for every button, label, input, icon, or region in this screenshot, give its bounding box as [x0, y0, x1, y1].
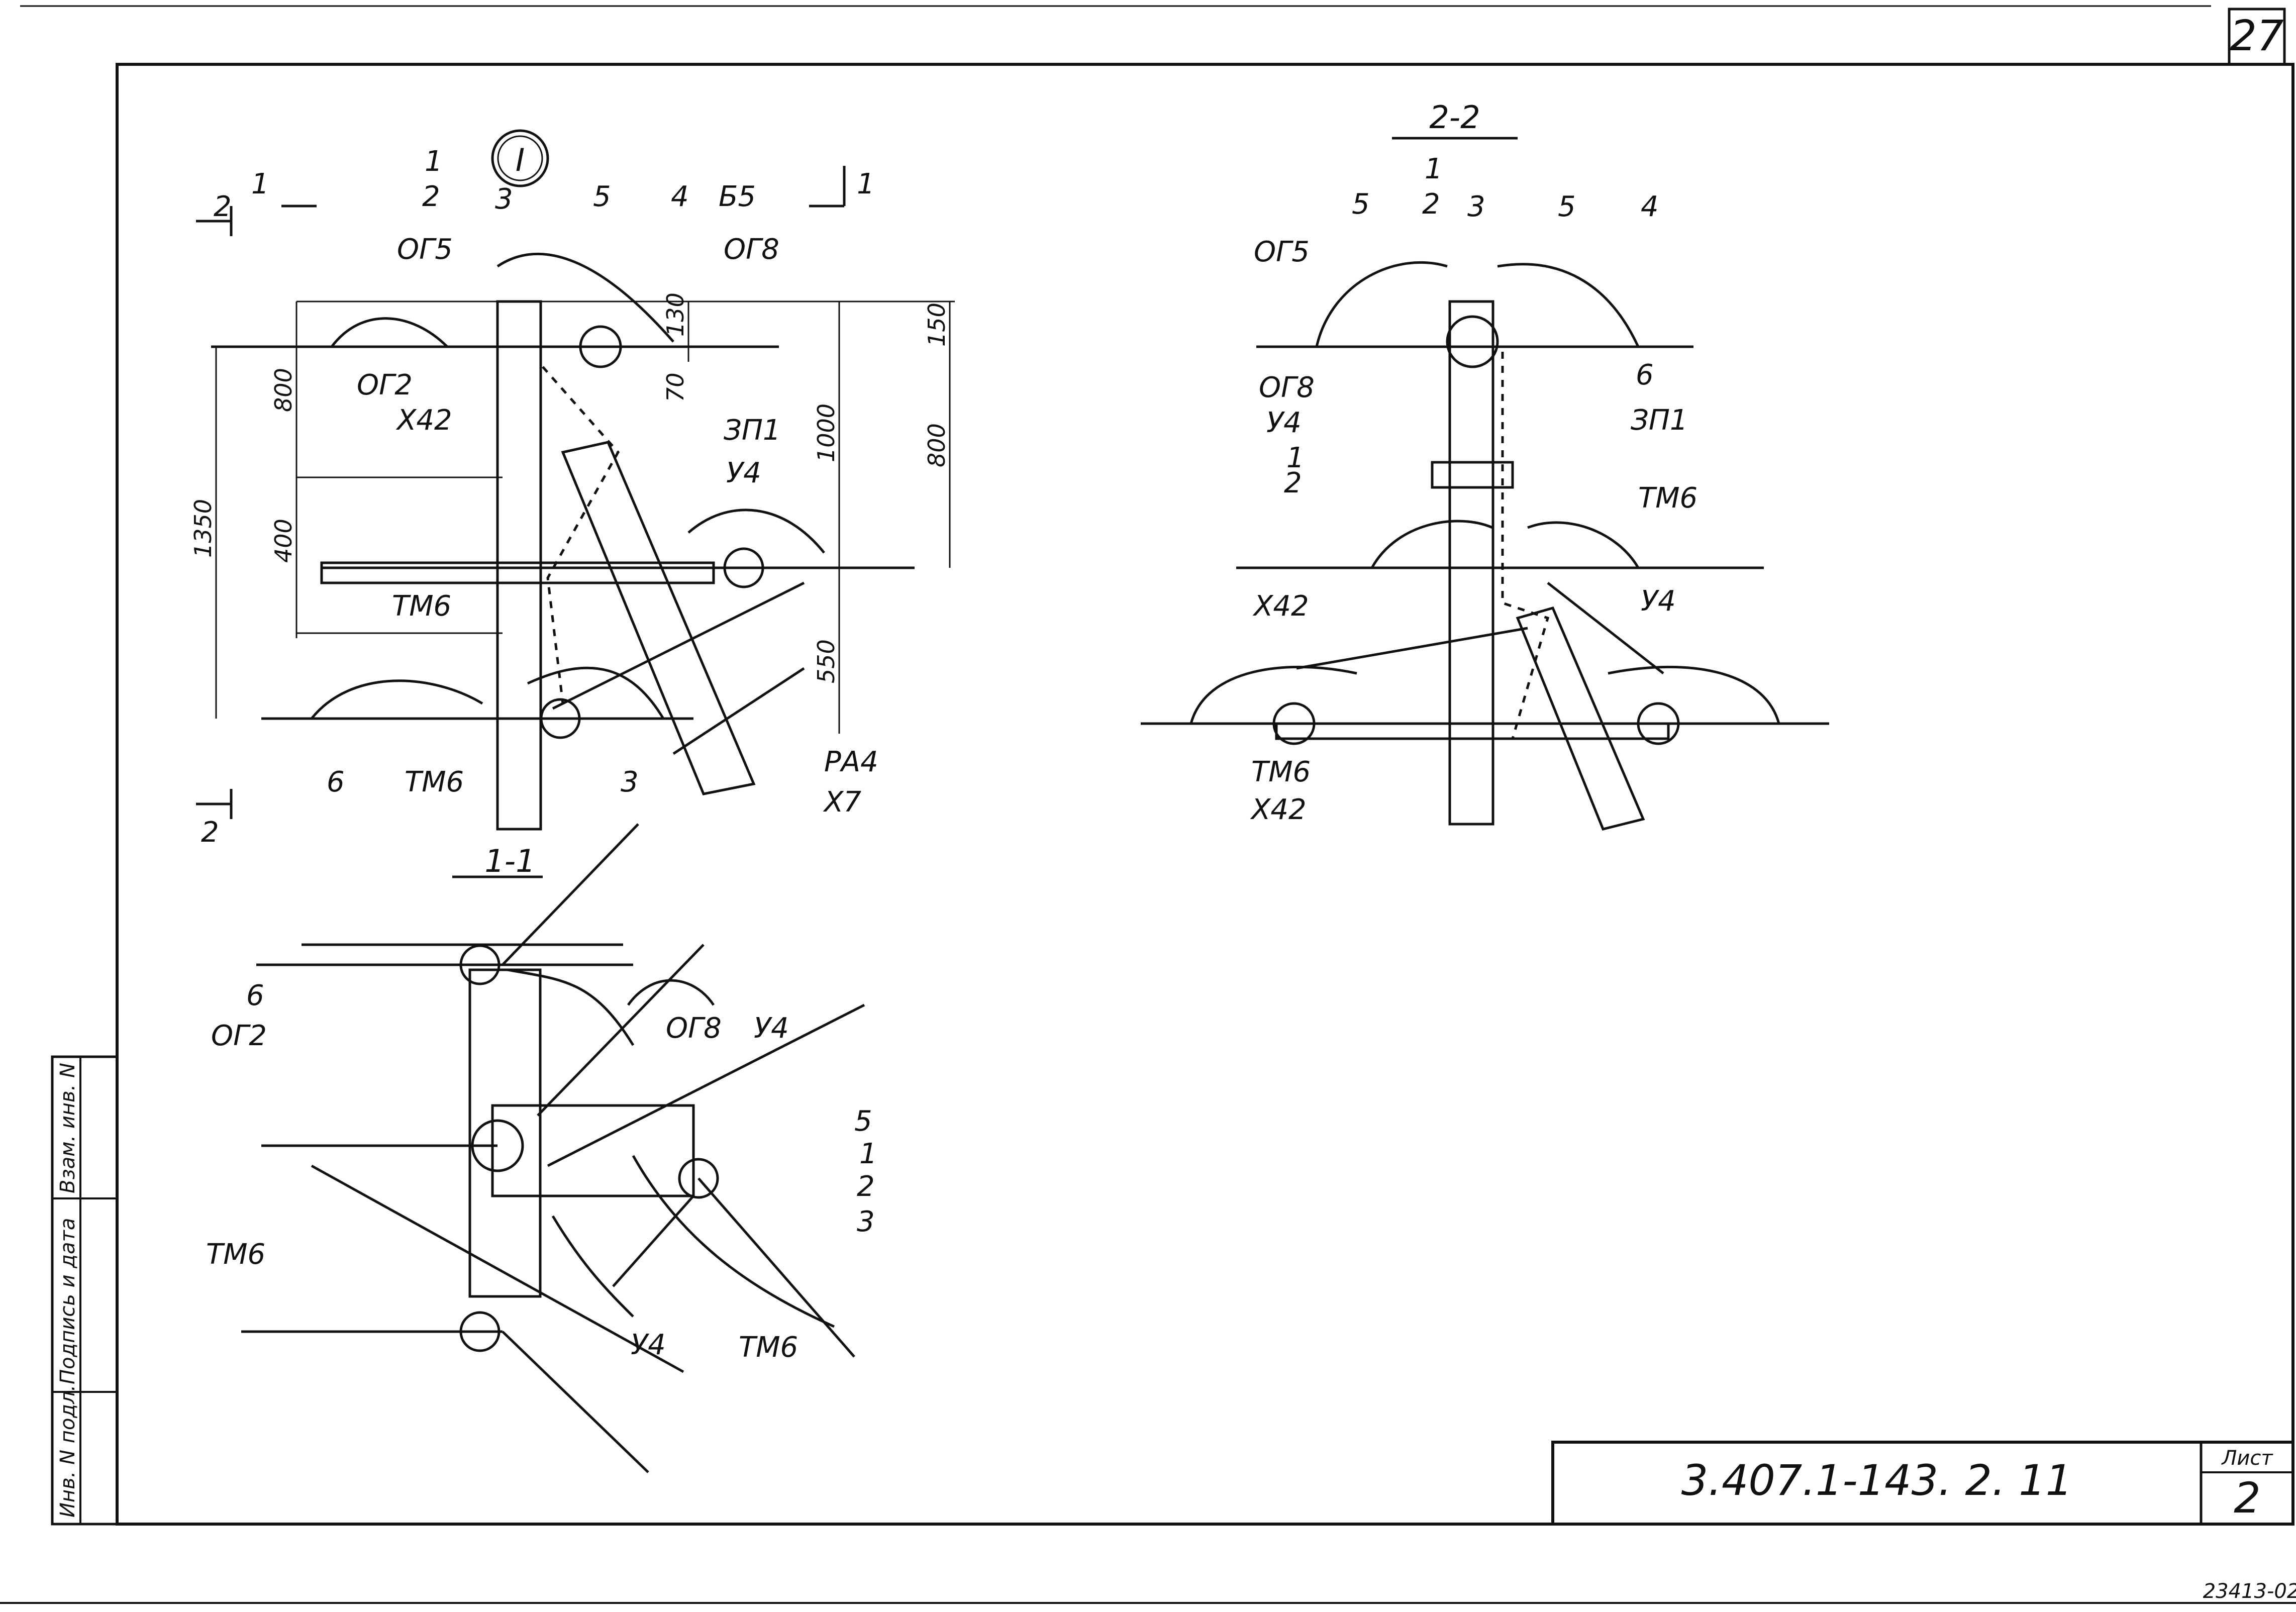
callout-4: 4 [671, 180, 689, 213]
list-number: 2 [2234, 1473, 2260, 1523]
node-marker: I [516, 142, 525, 178]
s22-callout-u4-lower: У4 [1641, 585, 1676, 618]
s22-callout-og5: ОГ5 [1254, 236, 1310, 268]
stamp-signature-date: Подпись и дата [56, 1218, 79, 1384]
section-mark-1-left: 1 [251, 168, 269, 200]
section-mark-2-top: 2 [214, 190, 232, 223]
s11-callout-og8: ОГ8 [666, 1012, 722, 1045]
callout-tm6-lower: ТМ6 [405, 766, 464, 798]
s22-callout-u4-top: У4 [1266, 407, 1302, 439]
archive-number: 23413-02 [2203, 1580, 2296, 1603]
s22-fraction-1: 1 [1286, 442, 1305, 474]
document-code: 3.407.1-143. 2. 11 [1681, 1456, 2072, 1505]
section-2-2 [1141, 137, 1829, 831]
s11-fraction-2: 2 [857, 1170, 875, 1203]
callout-3-bottom: 3 [621, 766, 639, 798]
dim-130: 130 [662, 292, 689, 337]
callout-2: 2 [422, 180, 440, 213]
dim-550: 550 [813, 639, 840, 683]
callout-og2: ОГ2 [357, 369, 413, 401]
section-1-1-title: 1-1 [484, 843, 535, 879]
dim-800-right: 800 [923, 423, 950, 467]
s22-callout-5-left: 5 [1352, 188, 1370, 221]
page-number: 27 [2230, 11, 2284, 60]
dim-1350: 1350 [189, 499, 217, 558]
s22-callout-5-right: 5 [1558, 190, 1576, 223]
s22-callout-x42-upper: Х42 [1252, 590, 1309, 623]
s22-fraction-2: 2 [1284, 467, 1302, 499]
s22-callout-tm6-upper: ТМ6 [1638, 482, 1698, 515]
s11-callout-5: 5 [854, 1105, 872, 1138]
s11-callout-og2: ОГ2 [211, 1020, 267, 1052]
callout-x7: Х7 [823, 786, 861, 819]
s22-callout-zp1: ЗП1 [1631, 404, 1688, 437]
callout-u4: У4 [726, 457, 761, 489]
dim-400: 400 [270, 519, 297, 563]
s22-callout-3: 3 [1467, 190, 1485, 223]
callout-x42: Х42 [395, 404, 452, 437]
dim-1000: 1000 [813, 404, 840, 462]
s11-callout-u4-top: У4 [754, 1012, 789, 1045]
callout-6: 6 [327, 766, 345, 798]
sheet-frame [0, 5, 2296, 1604]
s22-callout-2: 2 [1422, 188, 1440, 221]
callout-og8: ОГ8 [724, 233, 779, 266]
callout-b5: Б5 [719, 180, 756, 213]
callout-og5: ОГ5 [397, 233, 453, 266]
s11-callout-3: 3 [857, 1205, 875, 1238]
callout-1: 1 [425, 145, 443, 178]
s22-callout-tm6-lower: ТМ6 [1251, 756, 1311, 788]
dim-70: 70 [662, 372, 689, 402]
callout-5: 5 [593, 180, 611, 213]
s22-callout-4: 4 [1641, 190, 1659, 223]
s11-callout-6: 6 [246, 979, 264, 1012]
callout-zp1: ЗП1 [724, 414, 781, 447]
s11-callout-tm6-left: ТМ6 [206, 1238, 265, 1271]
section-mark-2-bottom: 2 [201, 816, 219, 849]
s11-callout-u4-bottom: У4 [631, 1329, 666, 1361]
s22-callout-x42-lower: Х42 [1250, 793, 1307, 826]
s22-callout-og8: ОГ8 [1259, 371, 1315, 404]
dim-800-left: 800 [270, 368, 297, 412]
section-2-2-title: 2-2 [1429, 99, 1480, 136]
callout-3-top: 3 [495, 183, 513, 216]
section-mark-1-right: 1 [857, 168, 875, 200]
main-view [196, 129, 955, 831]
s11-fraction-1: 1 [859, 1138, 877, 1170]
stamp-replacement: Взам. инв. N [56, 1063, 79, 1193]
section-1-1 [241, 823, 865, 1473]
list-label: Лист [2221, 1447, 2273, 1470]
s22-callout-6: 6 [1636, 359, 1654, 391]
callout-tm6-upper: ТМ6 [392, 590, 451, 623]
dim-150: 150 [923, 303, 950, 347]
callout-ra4: РА4 [824, 746, 878, 778]
stamp-inv-number: Инв. N подл. [56, 1385, 79, 1518]
s22-callout-1: 1 [1425, 153, 1443, 185]
s11-callout-tm6-right: ТМ6 [739, 1331, 798, 1364]
